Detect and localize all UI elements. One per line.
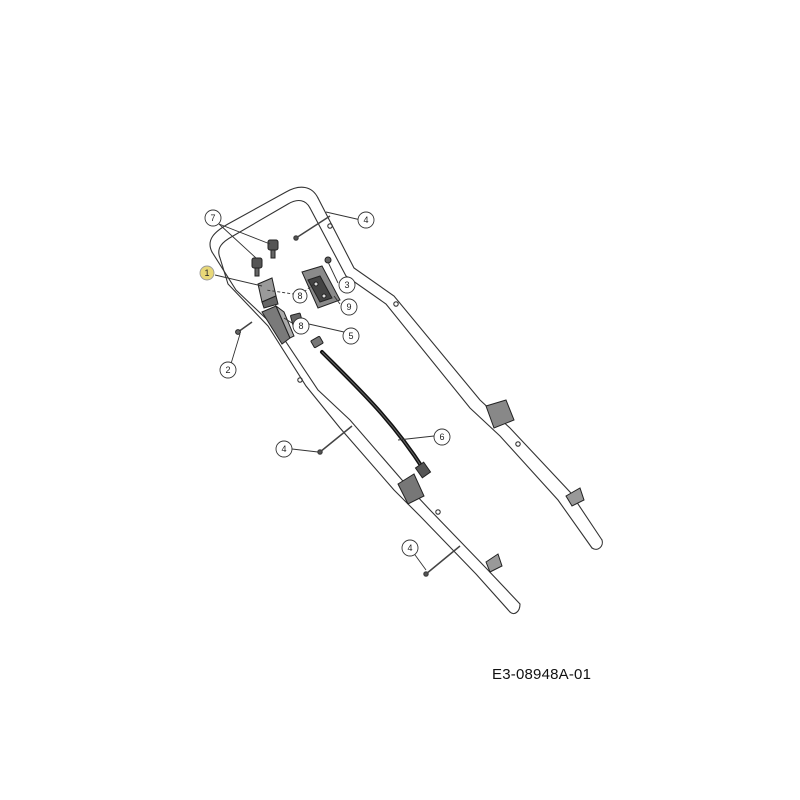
callout-5: 5: [342, 327, 360, 345]
callout-4-bottom: 4: [401, 539, 419, 557]
svg-text:1: 1: [204, 268, 209, 278]
callout-8-upper: 8: [292, 317, 310, 335]
svg-text:8: 8: [298, 321, 303, 331]
svg-text:3: 3: [344, 280, 349, 290]
lower-brackets: [397, 399, 585, 573]
control-box-part: [301, 265, 341, 309]
parts: [235, 215, 585, 577]
svg-text:8: 8: [297, 291, 302, 301]
callout-2: 2: [219, 361, 237, 379]
callout-8-lower: 8: [292, 288, 308, 304]
svg-text:4: 4: [363, 215, 368, 225]
svg-text:2: 2: [225, 365, 230, 375]
handle-frame: [209, 186, 603, 615]
drawing-number: E3-08948A-01: [492, 666, 592, 683]
screw-part: [235, 321, 253, 335]
knob-screw-part: [251, 239, 279, 277]
svg-text:9: 9: [346, 302, 351, 312]
svg-text:5: 5: [348, 331, 353, 341]
svg-text:4: 4: [281, 444, 286, 454]
callout-4-top: 4: [357, 211, 375, 229]
cable-clip-part: [257, 277, 279, 309]
callout-7: 7: [204, 209, 222, 227]
svg-text:4: 4: [407, 543, 412, 553]
bolt-parts: [293, 215, 461, 577]
callouts: 7 1 8 3 9 8 5 2: [199, 209, 451, 557]
handle-bracket-part: [261, 304, 295, 345]
callout-6: 6: [433, 428, 451, 446]
callout-4-middle: 4: [275, 440, 293, 458]
callout-9: 9: [340, 298, 358, 316]
svg-text:7: 7: [210, 213, 215, 223]
callout-3: 3: [338, 276, 356, 294]
bowden-cable-part: [320, 350, 432, 479]
callout-1: 1: [199, 265, 215, 281]
leader-lines: [214, 211, 435, 571]
svg-text:6: 6: [439, 432, 444, 442]
